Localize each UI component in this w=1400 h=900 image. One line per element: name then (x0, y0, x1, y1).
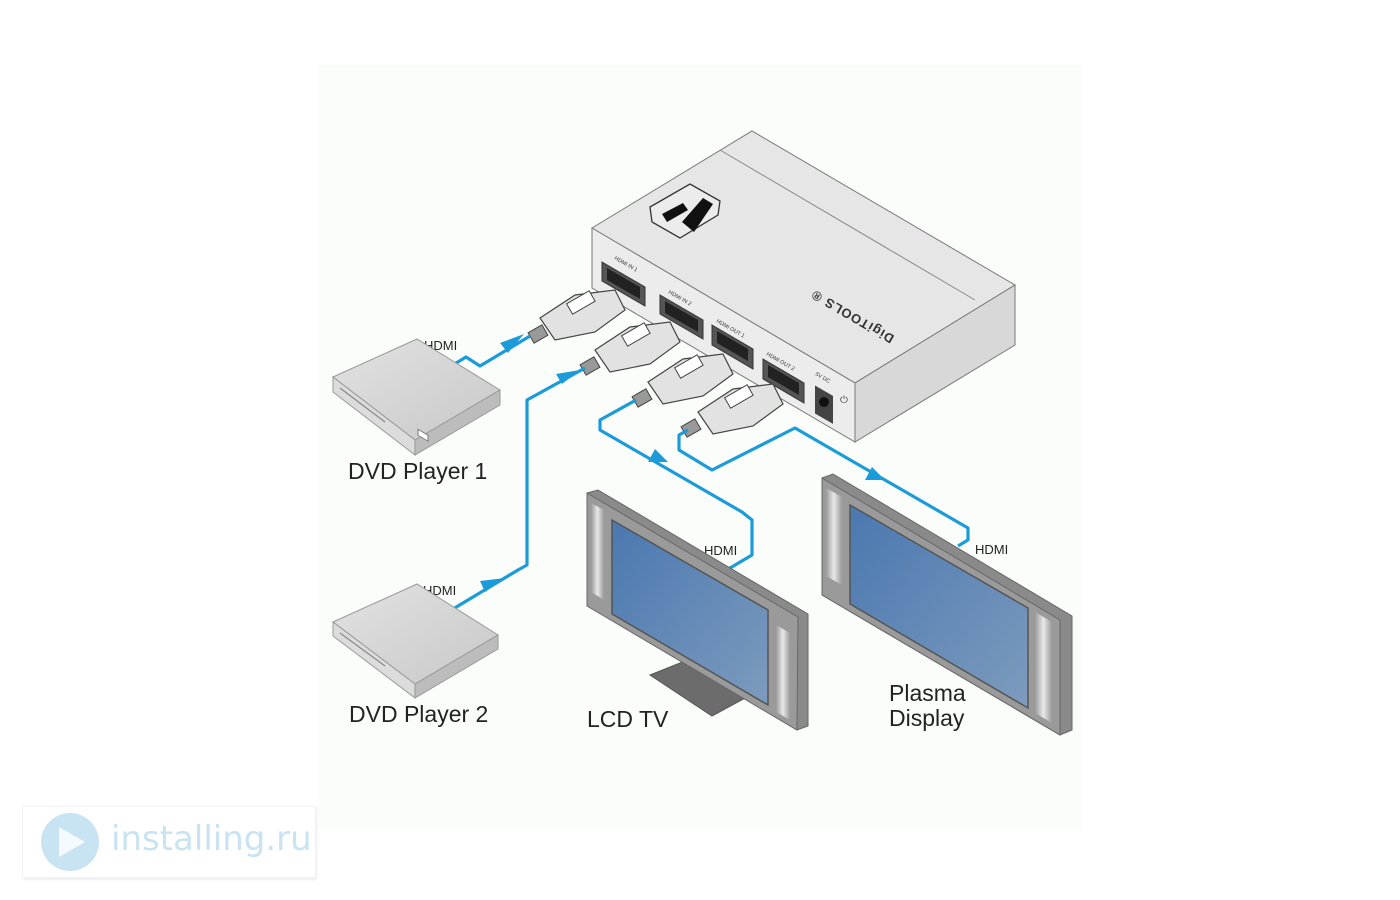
label-dvd-player-2: DVD Player 2 (349, 701, 488, 727)
lcd-tv (586, 489, 809, 731)
hdmi-plug-in-2 (579, 321, 681, 376)
cable-label-plasma: HDMI (975, 542, 1008, 557)
matrix-switcher-device: DigiTOOLS ® HDMI IN 1 HDMI IN 2 HDMI OUT… (591, 130, 1016, 443)
power-icon: ⏻ (840, 395, 848, 406)
port-hdmi-out-2: HDMI OUT 2 (762, 352, 805, 404)
watermark-text: installing.ru (111, 819, 312, 859)
hdmi-plug-out-2 (680, 383, 784, 438)
cable-out2-to-plasma (677, 426, 970, 548)
kramer-logo-icon (649, 183, 721, 239)
dvd-player-2 (332, 583, 499, 700)
port-hdmi-in-2: HDMI IN 2 (659, 290, 704, 340)
watermark-badge: installing.ru (22, 806, 316, 878)
installing-logo-icon (41, 813, 99, 871)
plasma-display (821, 473, 1073, 736)
dvd-player-1 (332, 338, 501, 457)
cable-dvd1-to-in1 (447, 334, 531, 370)
hdmi-plug-in-1 (527, 289, 626, 344)
label-lcd-tv: LCD TV (587, 706, 669, 732)
label-plasma-line1: Plasma (889, 680, 966, 706)
cable-dvd2-to-in2 (447, 366, 586, 614)
cable-out1-to-lcd (598, 398, 754, 576)
label-dvd-player-1: DVD Player 1 (348, 458, 487, 484)
label-plasma-line2: Display (889, 705, 965, 731)
port-power-5v-dc: 5V DC ⏻ (814, 372, 848, 424)
cable-label-lcd: HDMI (704, 543, 737, 558)
